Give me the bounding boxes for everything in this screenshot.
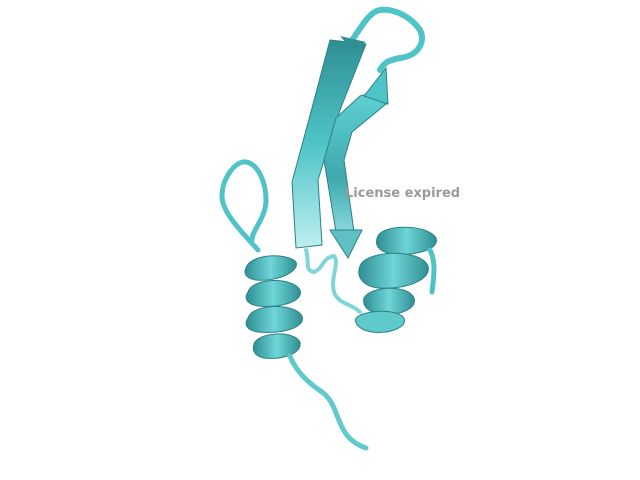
top-loop-coil bbox=[349, 6, 425, 73]
middle-connector-coil bbox=[304, 248, 362, 314]
left-helix-turn-3 bbox=[245, 305, 303, 333]
right-helix-turn-2 bbox=[358, 252, 429, 289]
left-helix-turn-2 bbox=[245, 279, 301, 307]
beta-strand-bottom-arrowhead bbox=[329, 229, 363, 260]
left-helix-turn-4 bbox=[252, 333, 301, 359]
left-loop-coil bbox=[219, 159, 269, 253]
license-expired-watermark: License expired bbox=[345, 186, 461, 201]
right-helix-tail bbox=[427, 247, 437, 295]
right-helix-segment bbox=[355, 310, 405, 333]
c-terminal-tail bbox=[287, 353, 369, 451]
beta-strand-right-arrowhead bbox=[363, 66, 389, 105]
left-helix-turn-1 bbox=[244, 255, 297, 281]
beta-strand-left-arrowhead bbox=[340, 36, 366, 50]
right-helix-turn-3 bbox=[363, 287, 415, 315]
right-helix-turn-1 bbox=[376, 226, 437, 255]
